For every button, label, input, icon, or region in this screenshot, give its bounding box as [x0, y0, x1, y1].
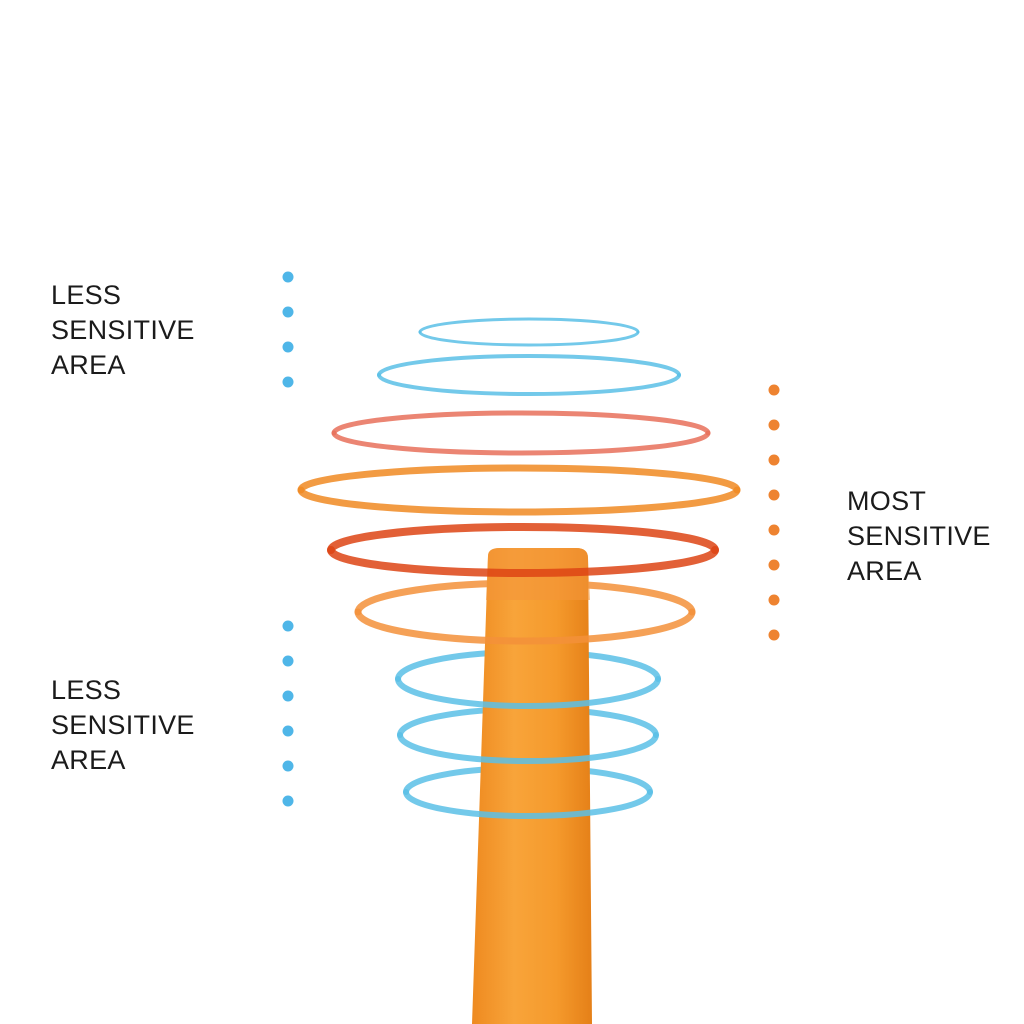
label-less-sensitive-bottom: LESS SENSITIVE AREA	[51, 673, 195, 778]
dot-less-sensitive	[282, 271, 294, 283]
dot-most-sensitive	[768, 594, 780, 606]
ring-bottom-1	[395, 676, 661, 709]
label-line: LESS	[51, 675, 122, 705]
dot-less-sensitive	[282, 725, 294, 737]
dot-less-sensitive	[282, 341, 294, 353]
dot-less-sensitive	[282, 760, 294, 772]
label-line: SENSITIVE	[847, 521, 991, 551]
dot-less-sensitive	[282, 690, 294, 702]
dots-top-less	[282, 271, 294, 388]
dot-most-sensitive	[768, 419, 780, 431]
label-line: SENSITIVE	[51, 710, 195, 740]
dot-less-sensitive	[282, 655, 294, 667]
dots-most	[768, 384, 780, 641]
ring-bottom-3	[403, 789, 653, 819]
dot-most-sensitive	[768, 559, 780, 571]
probe-stick	[472, 548, 592, 1024]
ring-red-back	[327, 523, 719, 554]
dot-less-sensitive	[282, 376, 294, 388]
label-line: MOST	[847, 486, 927, 516]
ring-top-1	[418, 330, 640, 347]
label-line: SENSITIVE	[51, 315, 195, 345]
ring-bottom-2	[397, 732, 659, 764]
ring-light-orange	[354, 608, 696, 645]
dot-less-sensitive	[282, 795, 294, 807]
label-less-sensitive-top: LESS SENSITIVE AREA	[51, 278, 195, 383]
ring-red	[327, 546, 719, 577]
ring-top-2	[377, 373, 681, 396]
ring-top-2-back	[377, 354, 681, 377]
dot-most-sensitive	[768, 454, 780, 466]
dot-most-sensitive	[768, 384, 780, 396]
label-line: AREA	[51, 745, 126, 775]
ring-orange-wide	[297, 486, 741, 516]
dot-most-sensitive	[768, 489, 780, 501]
dot-less-sensitive	[282, 306, 294, 318]
dot-most-sensitive	[768, 629, 780, 641]
ring-salmon-back	[331, 410, 711, 436]
dot-most-sensitive	[768, 524, 780, 536]
ring-orange-wide-back	[297, 464, 741, 494]
label-line: AREA	[51, 350, 126, 380]
dot-less-sensitive	[282, 620, 294, 632]
label-line: LESS	[51, 280, 122, 310]
dots-bottom-less	[282, 620, 294, 807]
rings-front-layer	[297, 330, 741, 819]
label-most-sensitive: MOST SENSITIVE AREA	[847, 484, 991, 589]
ring-top-1-back	[418, 317, 640, 334]
ring-salmon	[331, 430, 711, 456]
label-line: AREA	[847, 556, 922, 586]
